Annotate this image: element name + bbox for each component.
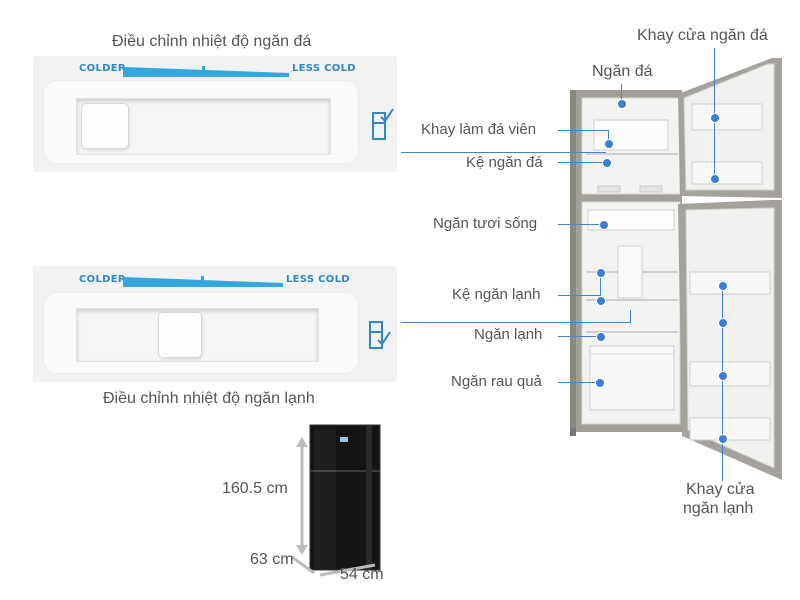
- label-fridge-door-tray-line2: ngăn lạnh: [683, 500, 754, 517]
- freezer-control-leader: [401, 152, 606, 153]
- marker-fridge-shelf-2: [596, 296, 606, 306]
- marker-freezer-shelf: [602, 158, 612, 168]
- freezer-control-caption: Điều chỉnh nhiệt độ ngăn đá: [112, 33, 312, 50]
- freezer-slider-knob[interactable]: [82, 104, 128, 148]
- freezer-door-icon: [372, 108, 394, 140]
- freezer-temperature-scale: [123, 66, 289, 77]
- fridge-control-caption: Điều chỉnh nhiệt độ ngăn lạnh: [103, 390, 315, 407]
- label-freezer-door-tray: Khay cửa ngăn đá: [637, 27, 768, 44]
- marker-fridge-door-tray-4: [718, 434, 728, 444]
- freezer-control-panel: COLDER LESS COLD: [33, 56, 397, 172]
- freezer-colder-label: COLDER: [79, 63, 126, 74]
- marker-fridge-door-tray-3: [718, 371, 728, 381]
- marker-freezer-door-tray-2: [710, 174, 720, 184]
- fridge-temperature-scale: [123, 276, 283, 287]
- fridge-slider-knob[interactable]: [159, 313, 201, 357]
- marker-fridge: [596, 332, 606, 342]
- fridge-slider-track: [77, 309, 318, 361]
- label-fridge-door-tray-line1: Khay cửa: [686, 481, 755, 498]
- label-ice-tray: Khay làm đá viên: [421, 121, 537, 138]
- marker-fresh-compartment: [599, 220, 609, 230]
- marker-fridge-shelf-1: [596, 268, 606, 278]
- label-fresh-compartment: Ngăn tươi sống: [433, 215, 538, 232]
- marker-fridge-door-tray-2: [718, 318, 728, 328]
- dimension-height: 160.5 cm: [222, 480, 288, 497]
- dimension-depth: 63 cm: [250, 551, 294, 568]
- label-freezer-shelf: Kệ ngăn đá: [466, 154, 543, 171]
- freezer-slider-track: [77, 99, 330, 154]
- marker-vegetable-drawer: [595, 378, 605, 388]
- label-freezer: Ngăn đá: [592, 63, 653, 80]
- fridge-door-icon: [369, 321, 391, 349]
- fridge-colder-label: COLDER: [79, 274, 126, 285]
- fridge-control-panel: COLDER LESS COLD: [33, 266, 397, 382]
- freezer-less-cold-label: LESS COLD: [292, 63, 356, 74]
- dimension-width: 54 cm: [340, 566, 384, 583]
- fridge-control-leader: [401, 322, 631, 323]
- open-fridge-illustration: [570, 58, 782, 480]
- label-fridge: Ngăn lạnh: [474, 326, 543, 343]
- marker-ice-tray: [604, 139, 614, 149]
- marker-fridge-door-tray-1: [718, 281, 728, 291]
- marker-freezer: [617, 99, 627, 109]
- label-vegetable-drawer: Ngăn rau quả: [451, 373, 542, 390]
- fridge-less-cold-label: LESS COLD: [286, 274, 350, 285]
- marker-freezer-door-tray-1: [710, 113, 720, 123]
- product-dimensions-figure: [291, 424, 381, 577]
- label-fridge-shelf: Kệ ngăn lạnh: [452, 286, 541, 303]
